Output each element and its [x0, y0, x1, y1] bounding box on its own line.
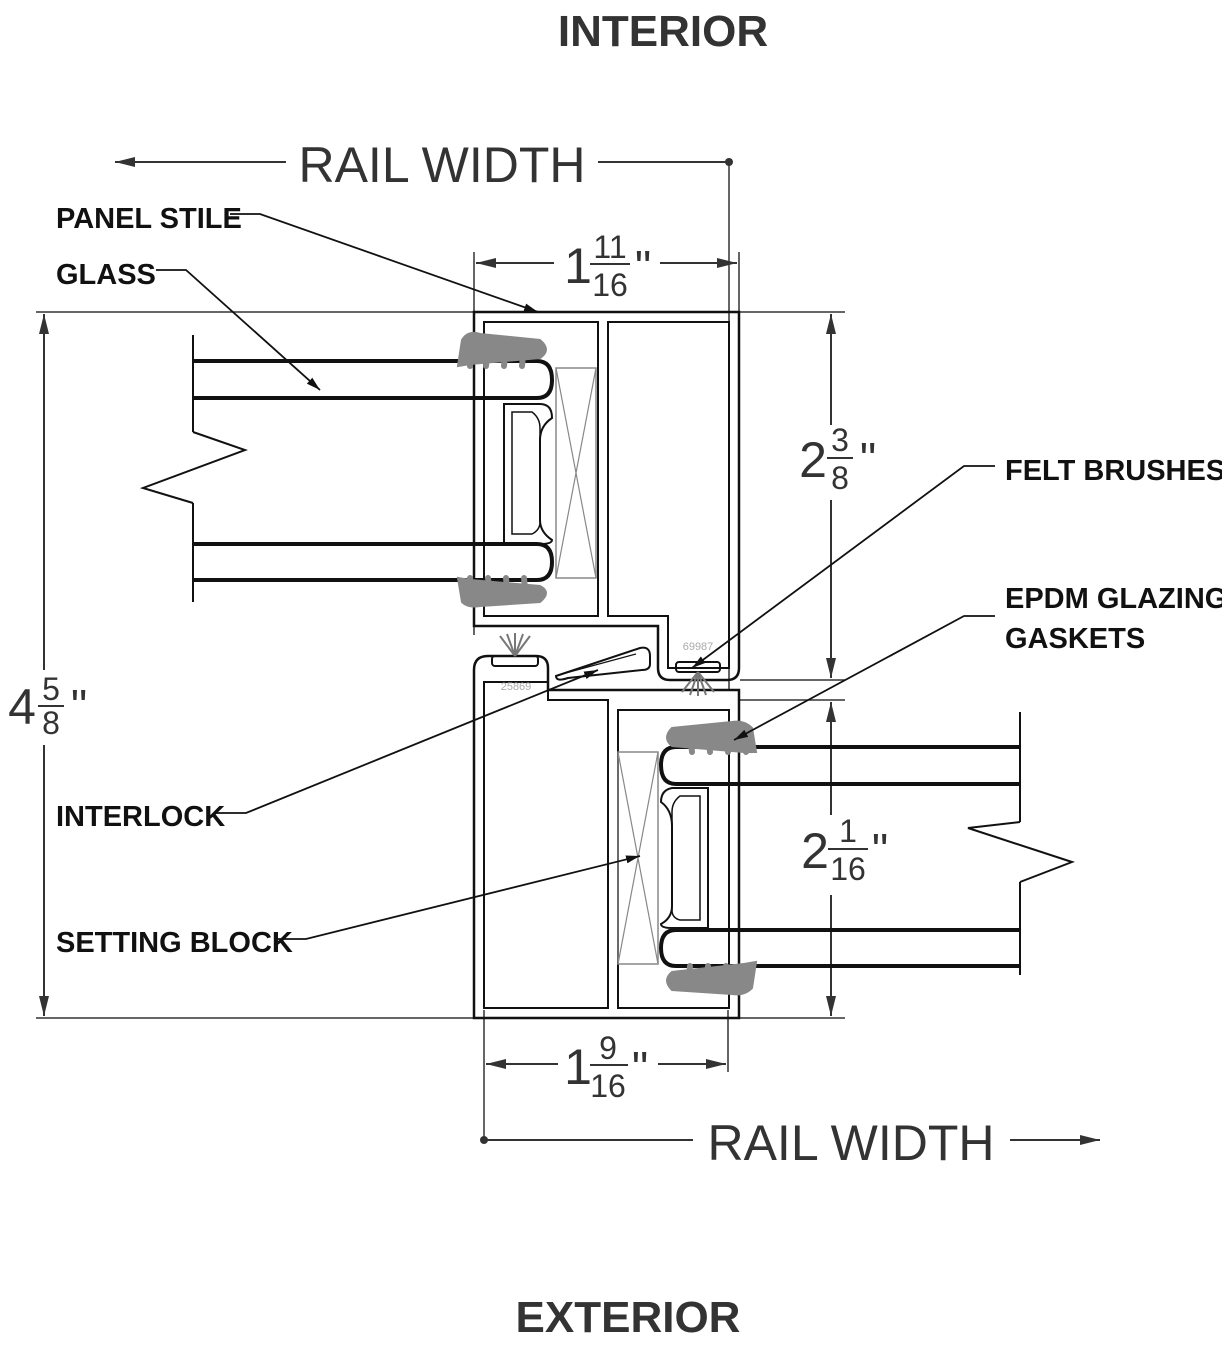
total-height-unit: " [71, 680, 87, 732]
total-height-num: 5 [42, 671, 60, 707]
exterior-label: EXTERIOR [516, 1293, 741, 1340]
total-height-den: 8 [42, 705, 60, 741]
lower-height-dimension: 2 1 16 " [740, 699, 888, 1016]
label-epdm-line1: EPDM GLAZING [1005, 583, 1222, 615]
interlock [554, 646, 651, 681]
bottom-width-unit: " [632, 1042, 648, 1094]
callout-panel-stile: PANEL STILE [56, 203, 539, 313]
callout-felt-brushes: FELT BRUSHES [691, 455, 1222, 669]
gasket-lower-bottom [666, 960, 758, 996]
top-width-num: 11 [593, 229, 626, 265]
upper-height-whole: 2 [799, 432, 827, 488]
lower-glass-panel [658, 712, 1075, 975]
label-felt-brushes: FELT BRUSHES [1005, 455, 1222, 487]
total-height-whole: 4 [8, 679, 36, 735]
bottom-width-whole: 1 [564, 1039, 592, 1095]
bottom-width-num: 9 [599, 1030, 617, 1066]
felt-brush-left [491, 633, 539, 667]
callout-setting-block: SETTING BLOCK [56, 855, 641, 959]
label-glass: GLASS [56, 259, 156, 291]
upper-glass-panel [139, 335, 555, 602]
gasket-lower-top [666, 720, 758, 755]
part-number-upper: 69987 [683, 641, 714, 653]
upper-height-dimension: 2 3 8 " [740, 314, 876, 681]
callout-glass: GLASS [56, 259, 321, 391]
lower-height-unit: " [872, 824, 888, 876]
top-width-den: 16 [592, 267, 628, 303]
gasket-upper-bottom [456, 575, 547, 608]
lower-height-whole: 2 [801, 823, 829, 879]
lower-height-den: 16 [830, 851, 866, 887]
callout-epdm-gaskets: EPDM GLAZING GASKETS [733, 583, 1222, 741]
rail-width-top-label: RAIL WIDTH [298, 137, 585, 193]
top-width-whole: 1 [564, 238, 592, 294]
interior-label: INTERIOR [558, 7, 768, 56]
part-number-lower: 25869 [501, 681, 532, 693]
upper-height-num: 3 [831, 422, 849, 458]
lower-height-num: 1 [839, 813, 857, 849]
lower-rail-profile [472, 654, 741, 1020]
panel-stile-profile [472, 310, 741, 682]
top-width-unit: " [635, 241, 651, 293]
label-panel-stile: PANEL STILE [56, 203, 242, 235]
rail-width-bottom-label: RAIL WIDTH [707, 1115, 994, 1171]
upper-height-den: 8 [831, 460, 849, 496]
gasket-upper-top [456, 331, 547, 369]
top-width-dimension: 1 11 16 " [473, 229, 740, 635]
upper-height-unit: " [860, 433, 876, 485]
label-interlock: INTERLOCK [56, 801, 225, 833]
callout-interlock: INTERLOCK [56, 669, 599, 833]
rail-width-bottom-dimension: RAIL WIDTH [480, 1010, 1100, 1171]
label-setting-block: SETTING BLOCK [56, 927, 293, 959]
bottom-width-den: 16 [590, 1068, 626, 1104]
label-epdm-line2: GASKETS [1005, 623, 1145, 655]
bottom-width-dimension: 1 9 16 " [486, 1010, 729, 1104]
